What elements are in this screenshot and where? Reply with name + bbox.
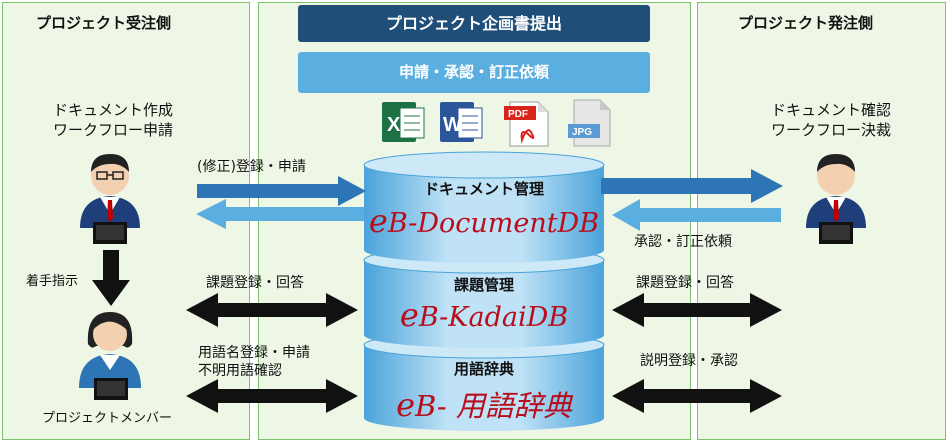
approver-person-icon xyxy=(806,154,866,244)
register-apply-label: (修正)登録・申請 xyxy=(197,159,306,175)
issue-right-double-arrow xyxy=(612,293,782,327)
header-sub-bar: 申請・承認・訂正依頼 xyxy=(298,52,650,93)
database-documents xyxy=(363,151,605,263)
send-right-arrow xyxy=(601,169,783,203)
issue-right-label: 課題登録・回答 xyxy=(636,275,734,291)
db-terms-name: eB- 用語辞典 xyxy=(396,386,572,424)
doc-create-label: ドキュメント作成 xyxy=(52,101,173,119)
approve-correction-arrow xyxy=(612,199,781,231)
word-icon: W xyxy=(440,102,483,142)
terms-left-double-arrow xyxy=(186,379,358,413)
excel-icon: X xyxy=(382,102,425,142)
svg-text:W: W xyxy=(443,114,462,136)
explain-right-double-arrow xyxy=(612,379,782,413)
member-label: プロジェクトメンバー xyxy=(41,411,172,426)
db-terms-heading: 用語辞典 xyxy=(453,360,514,378)
workflow-decide-label: ワークフロー決裁 xyxy=(770,121,891,139)
issue-left-double-arrow xyxy=(186,293,358,327)
applicant-person-icon xyxy=(80,154,140,244)
svg-text:X: X xyxy=(387,114,401,136)
jpg-icon: JPG xyxy=(568,99,611,147)
pdf-icon: PDF xyxy=(504,101,549,147)
return-left-arrow xyxy=(196,199,364,229)
member-person-icon xyxy=(79,312,141,400)
db-documents-name: eB-DocumentDB xyxy=(368,202,600,240)
db-issues-heading: 課題管理 xyxy=(453,276,514,294)
issue-left-label: 課題登録・回答 xyxy=(206,275,304,291)
approve-correction-label: 承認・訂正依頼 xyxy=(634,234,732,250)
db-issues-name: eB-KadaiDB xyxy=(399,296,569,334)
start-instruction-label: 着手指示 xyxy=(26,274,79,289)
db-documents-heading: ドキュメント管理 xyxy=(423,180,544,198)
workflow-apply-label: ワークフロー申請 xyxy=(52,121,173,139)
svg-text:PDF: PDF xyxy=(508,109,528,120)
start-instruction-arrow xyxy=(92,250,130,306)
svg-text:JPG: JPG xyxy=(572,127,592,138)
terms-label-line1: 用語名登録・申請 xyxy=(198,345,310,361)
terms-label-line2: 不明用語確認 xyxy=(198,363,282,379)
right-panel-title: プロジェクト発注側 xyxy=(738,14,874,32)
doc-confirm-label: ドキュメント確認 xyxy=(770,101,891,119)
header-main-bar: プロジェクト企画書提出 xyxy=(298,5,650,42)
register-apply-arrow xyxy=(197,176,366,206)
explain-label: 説明登録・承認 xyxy=(640,353,738,369)
left-panel-title: プロジェクト受注側 xyxy=(36,14,172,32)
